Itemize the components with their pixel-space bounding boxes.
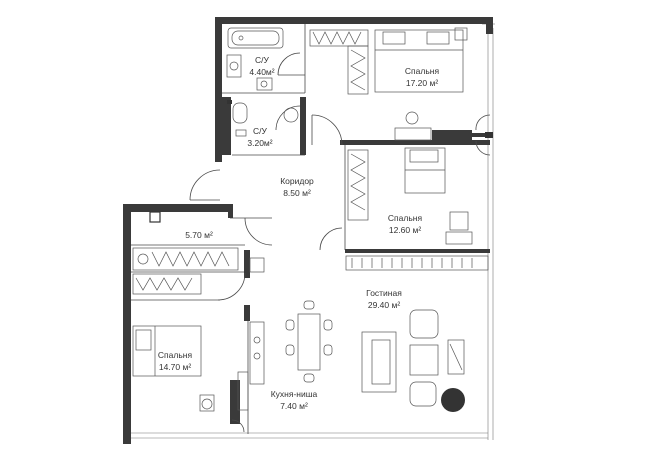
room-bath1-area: 4.40м²: [249, 67, 274, 77]
room-bedroom3-area: 14.70 м²: [159, 362, 191, 372]
room-corridor-area: 8.50 м²: [283, 188, 311, 198]
room-bath2-area: 3.20м²: [247, 138, 272, 148]
walls: [123, 17, 493, 444]
room-labels: С/У 4.40м² С/У 3.20м² Спальня 17.20 м² К…: [158, 55, 440, 411]
room-kitchen-name: Кухня-ниша: [271, 389, 318, 399]
room-bedroom1-name: Спальня: [405, 66, 440, 76]
columns: [149, 100, 493, 223]
room-closet-area: 5.70 м²: [185, 230, 213, 240]
room-living-name: Гостиная: [366, 288, 402, 298]
furniture: [132, 27, 489, 412]
room-living-area: 29.40 м²: [368, 300, 400, 310]
room-bedroom1-area: 17.20 м²: [406, 78, 438, 88]
room-bedroom2-area: 12.60 м²: [389, 225, 421, 235]
room-bedroom3-name: Спальня: [158, 350, 193, 360]
room-kitchen-area: 7.40 м²: [280, 401, 308, 411]
doors: [189, 52, 491, 433]
room-corridor-name: Коридор: [280, 176, 314, 186]
room-bath2-name: С/У: [253, 126, 268, 136]
room-bedroom2-name: Спальня: [388, 213, 423, 223]
room-bath1-name: С/У: [255, 55, 270, 65]
